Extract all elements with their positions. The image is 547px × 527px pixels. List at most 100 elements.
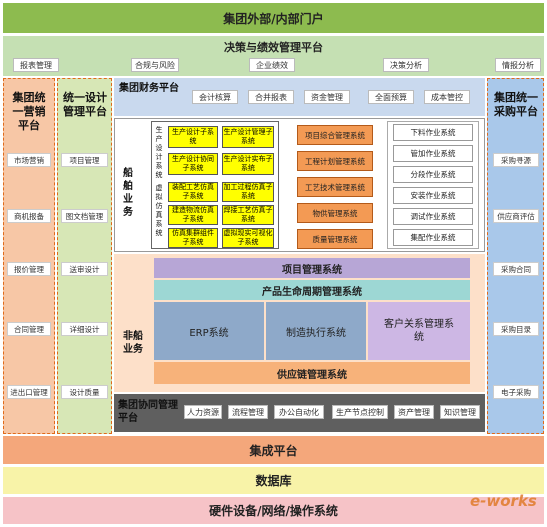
design-item[interactable]: 送审设计 bbox=[61, 262, 108, 276]
design-item[interactable]: 详细设计 bbox=[61, 322, 108, 336]
collab-item[interactable]: 流程管理 bbox=[228, 405, 268, 419]
decision-item-intel[interactable]: 情报分析 bbox=[495, 58, 541, 72]
sim-subsystem[interactable]: 虚拟现实可视化子系统 bbox=[222, 228, 274, 248]
nonship-label: 非船业务 bbox=[122, 330, 144, 356]
ship-mgmt-system[interactable]: 工艺技术管理系统 bbox=[297, 177, 373, 197]
sim-subsystem[interactable]: 装配工艺仿真子系统 bbox=[168, 182, 218, 202]
database-title: 数据库 bbox=[255, 474, 292, 488]
work-system[interactable]: 管加作业系统 bbox=[393, 145, 473, 162]
portal-title: 集团外部/内部门户 bbox=[223, 11, 324, 26]
procurement-title-text: 集团统一采购平台 bbox=[494, 91, 538, 118]
ship-mgmt-system[interactable]: 质量管理系统 bbox=[297, 229, 373, 249]
ship-label-text: 船舶业务 bbox=[123, 168, 133, 218]
design-subsystem[interactable]: 生产设计管理子系统 bbox=[222, 126, 274, 148]
marketing-item[interactable]: 商机报备 bbox=[7, 209, 51, 223]
integration-band: 集成平台 bbox=[3, 436, 544, 464]
work-system[interactable]: 安装作业系统 bbox=[393, 187, 473, 204]
finance-item[interactable]: 成本管控 bbox=[424, 90, 470, 104]
design-subsystem[interactable]: 生产设计协同子系统 bbox=[168, 153, 218, 175]
decision-item-performance[interactable]: 企业绩效 bbox=[249, 58, 295, 72]
mes-system[interactable]: 制造执行系统 bbox=[266, 302, 366, 360]
sim-subsystem[interactable]: 加工过程仿真子系统 bbox=[222, 182, 274, 202]
collab-item[interactable]: 知识管理 bbox=[440, 405, 480, 419]
finance-title: 集团财务平台 bbox=[119, 83, 179, 94]
decision-platform: 决策与绩效管理平台 报表管理 合规与风险 企业绩效 决策分析 情报分析 bbox=[3, 36, 544, 76]
collab-title: 集团协同管理平台 bbox=[118, 400, 178, 424]
marketing-item[interactable]: 合同管理 bbox=[7, 322, 51, 336]
procurement-title: 集团统一采购平台 bbox=[494, 91, 538, 119]
marketing-item[interactable]: 进出口管理 bbox=[7, 385, 51, 399]
scm-label: 供应链管理系统 bbox=[277, 369, 347, 381]
procurement-item[interactable]: 供应商评估 bbox=[493, 209, 539, 223]
nonship-label-text: 非船业务 bbox=[123, 331, 143, 355]
design-item[interactable]: 项目管理 bbox=[61, 153, 108, 167]
decision-item-compliance[interactable]: 合规与风险 bbox=[131, 58, 179, 72]
ship-mgmt-system[interactable]: 工程计划管理系统 bbox=[297, 151, 373, 171]
marketing-item[interactable]: 报价管理 bbox=[7, 262, 51, 276]
marketing-column: 集团统一营销平台 市场营销 商机报备 报价管理 合同管理 进出口管理 bbox=[3, 78, 55, 434]
work-systems-container bbox=[387, 121, 479, 249]
design-item[interactable]: 设计质量 bbox=[61, 385, 108, 399]
work-system[interactable]: 下料作业系统 bbox=[393, 124, 473, 141]
plm-system[interactable]: 产品生命周期管理系统 bbox=[154, 280, 470, 300]
procurement-item[interactable]: 采购目录 bbox=[493, 322, 539, 336]
eworks-logo: e-works bbox=[470, 492, 537, 510]
erp-system[interactable]: ERP系统 bbox=[154, 302, 264, 360]
design-column: 统一设计管理平台 项目管理 图文档管理 送审设计 详细设计 设计质量 bbox=[57, 78, 112, 434]
design-item[interactable]: 图文档管理 bbox=[61, 209, 108, 223]
collab-item[interactable]: 人力资源 bbox=[184, 405, 222, 419]
procurement-item[interactable]: 电子采购 bbox=[493, 385, 539, 399]
eworks-logo-text: e-works bbox=[470, 492, 537, 510]
sim-subsystem[interactable]: 建造物流仿真子系统 bbox=[168, 205, 218, 225]
collab-item[interactable]: 办公自动化 bbox=[274, 405, 324, 419]
crm-label: 客户关系管理系统 bbox=[384, 319, 454, 343]
production-design-label: 生产设计系统 bbox=[154, 126, 164, 180]
ship-mgmt-system[interactable]: 物供管理系统 bbox=[297, 203, 373, 223]
work-system[interactable]: 集配作业系统 bbox=[393, 229, 473, 246]
procurement-column: 集团统一采购平台 采购寻源 供应商评估 采购合同 采购目录 电子采购 bbox=[487, 78, 544, 434]
ship-business: 船舶业务 生产设计系统 虚拟仿真系统 生产设计子系统 生产设计管理子系统 生产设… bbox=[114, 118, 485, 252]
project-mgmt-label: 项目管理系统 bbox=[282, 264, 342, 276]
nonship-business: 非船业务 项目管理系统 产品生命周期管理系统 ERP系统 制造执行系统 客户关系… bbox=[114, 254, 485, 392]
portal-band: 集团外部/内部门户 bbox=[3, 3, 544, 33]
work-system[interactable]: 调试作业系统 bbox=[393, 208, 473, 225]
finance-item[interactable]: 会计核算 bbox=[192, 90, 238, 104]
plm-label: 产品生命周期管理系统 bbox=[262, 286, 362, 298]
design-subsystem[interactable]: 生产设计子系统 bbox=[168, 126, 218, 148]
scm-system[interactable]: 供应链管理系统 bbox=[154, 362, 470, 384]
project-mgmt-system[interactable]: 项目管理系统 bbox=[154, 258, 470, 278]
virtual-sim-label-text: 虚拟仿真系统 bbox=[155, 184, 163, 237]
design-subsystem[interactable]: 生产设计实布子系统 bbox=[222, 153, 274, 175]
marketing-title-text: 集团统一营销平台 bbox=[12, 91, 46, 132]
work-system[interactable]: 分段作业系统 bbox=[393, 166, 473, 183]
design-title: 统一设计管理平台 bbox=[63, 91, 107, 119]
infrastructure-title: 硬件设备/网络/操作系统 bbox=[209, 504, 338, 518]
production-design-label-text: 生产设计系统 bbox=[155, 126, 163, 179]
sim-subsystem[interactable]: 仿真集群组件子系统 bbox=[168, 228, 218, 248]
database-band: 数据库 bbox=[3, 467, 544, 494]
design-sim-container: 生产设计系统 虚拟仿真系统 生产设计子系统 生产设计管理子系统 生产设计协同子系… bbox=[151, 121, 279, 249]
collab-item[interactable]: 生产节点控制 bbox=[332, 405, 388, 419]
decision-title: 决策与绩效管理平台 bbox=[224, 41, 323, 54]
decision-item-analysis[interactable]: 决策分析 bbox=[383, 58, 429, 72]
erp-label: ERP系统 bbox=[189, 327, 229, 339]
sim-subsystem[interactable]: 焊接工艺仿真子系统 bbox=[222, 205, 274, 225]
decision-item-report[interactable]: 报表管理 bbox=[13, 58, 59, 72]
finance-item[interactable]: 资金管理 bbox=[304, 90, 350, 104]
mes-label: 制造执行系统 bbox=[286, 327, 346, 339]
crm-system[interactable]: 客户关系管理系统 bbox=[368, 302, 470, 360]
design-title-text: 统一设计管理平台 bbox=[63, 91, 107, 118]
finance-platform: 集团财务平台 会计核算 合并报表 资金管理 全面预算 成本管控 bbox=[114, 78, 485, 116]
ship-label: 船舶业务 bbox=[119, 167, 137, 219]
marketing-title: 集团统一营销平台 bbox=[8, 91, 50, 133]
infrastructure-band: 硬件设备/网络/操作系统 bbox=[3, 497, 544, 524]
ship-mgmt-system[interactable]: 项目综合管理系统 bbox=[297, 125, 373, 145]
collab-platform: 集团协同管理平台 人力资源 流程管理 办公自动化 生产节点控制 资产管理 知识管… bbox=[114, 394, 485, 432]
finance-item[interactable]: 合并报表 bbox=[248, 90, 294, 104]
virtual-sim-label: 虚拟仿真系统 bbox=[154, 184, 164, 238]
procurement-item[interactable]: 采购寻源 bbox=[493, 153, 539, 167]
procurement-item[interactable]: 采购合同 bbox=[493, 262, 539, 276]
finance-item[interactable]: 全面预算 bbox=[368, 90, 414, 104]
collab-item[interactable]: 资产管理 bbox=[394, 405, 434, 419]
marketing-item[interactable]: 市场营销 bbox=[7, 153, 51, 167]
